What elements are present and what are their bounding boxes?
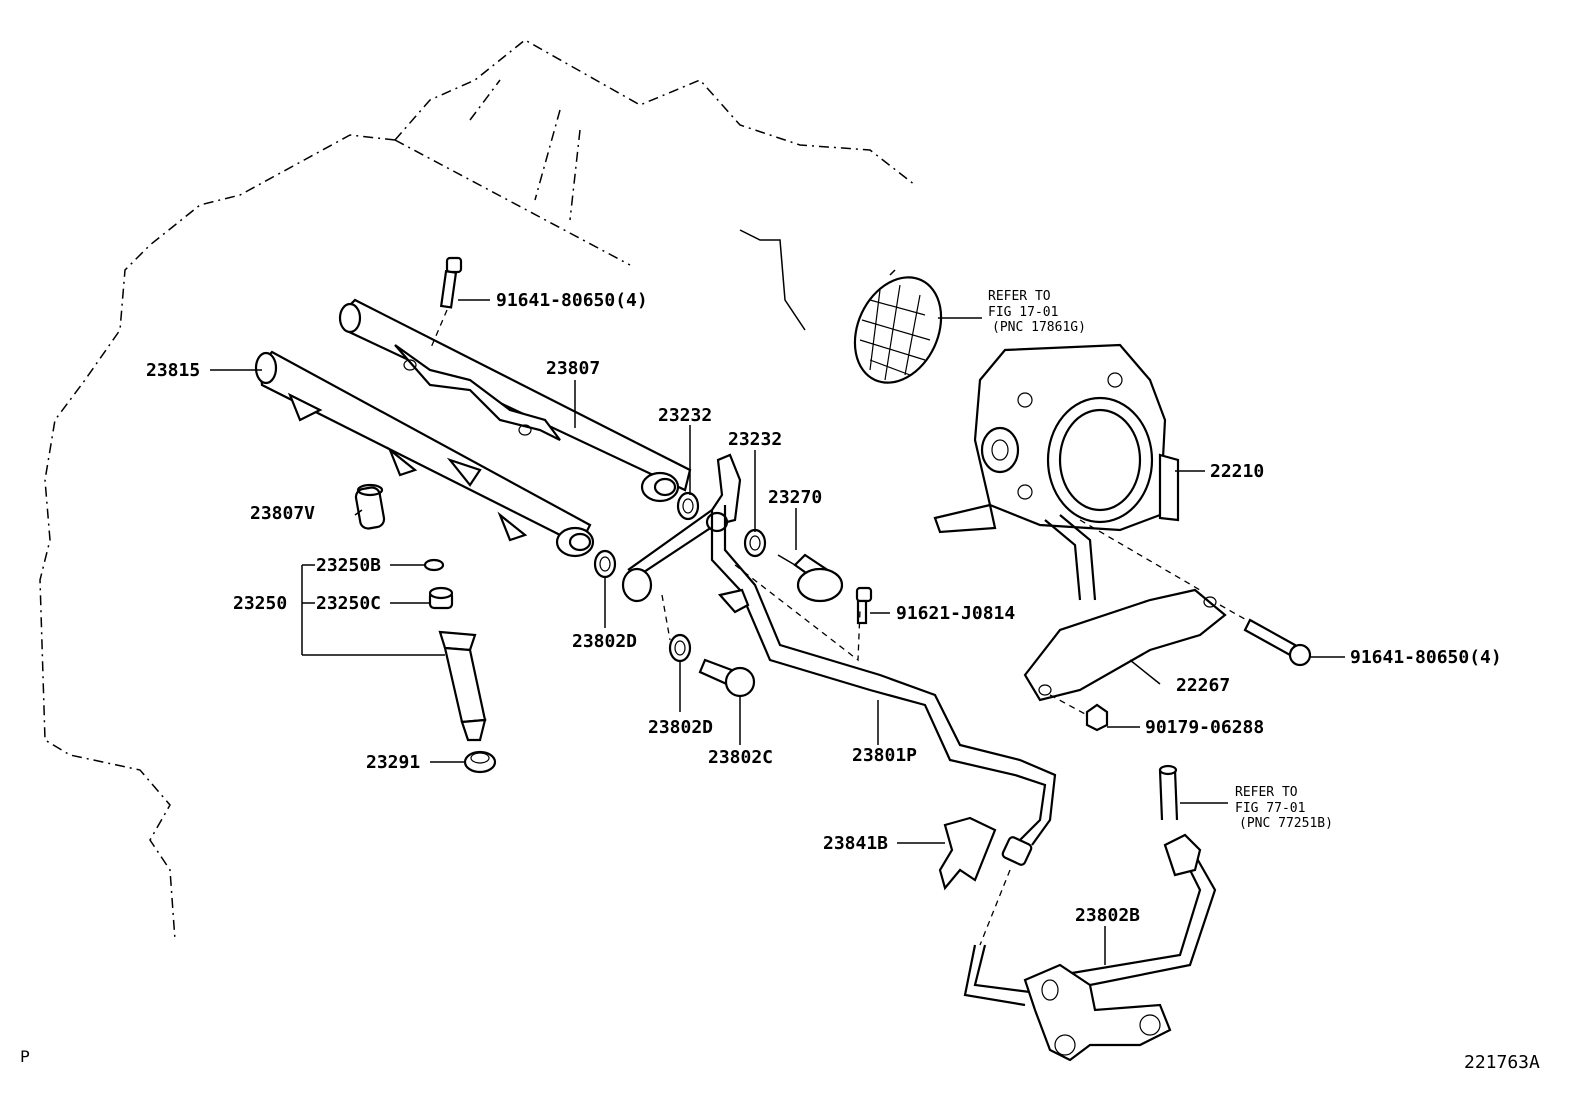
leader-lines (210, 299, 1345, 965)
fuel-delivery-pipe-23815[interactable] (254, 350, 595, 558)
gasket-23802d-b[interactable] (668, 633, 692, 663)
bracket-guide-line (1079, 519, 1201, 591)
fuel-delivery-pipe-23807[interactable] (338, 298, 692, 503)
diagram-id: 221763A (1464, 1052, 1540, 1073)
nut-guide-line (1049, 694, 1088, 716)
label-23250: 23250 (233, 593, 287, 614)
label-23250c: 23250C (316, 593, 381, 614)
bracket-22267[interactable] (1023, 588, 1227, 702)
label-23270: 23270 (768, 487, 822, 508)
gasket-23802d-a[interactable] (593, 549, 617, 579)
nut-90179[interactable] (1085, 703, 1109, 732)
label-22210: 22210 (1210, 461, 1264, 482)
label-23802d-a: 23802D (572, 631, 637, 652)
engine-outline (39, 39, 916, 941)
label-22267: 22267 (1176, 675, 1230, 696)
label-23807: 23807 (546, 358, 600, 379)
hose-23802b[interactable] (963, 833, 1217, 1062)
refer-note-fig-77-line2: FIG 77-01 (1235, 801, 1305, 816)
label-23232-b: 23232 (728, 429, 782, 450)
refer-note-fig-17: REFER TO FIG 17-01 (PNC 17861G) (988, 289, 1086, 335)
label-23232-a: 23232 (658, 405, 712, 426)
throttle-body-22210[interactable] (933, 343, 1180, 601)
label-91641-right: 91641-80650(4) (1350, 647, 1502, 668)
refer-note-fig-17-line1: REFER TO (988, 289, 1051, 304)
hose-guide-line (979, 869, 1011, 946)
spacer-23807v[interactable] (354, 483, 386, 530)
refer-note-fig-17-line2: FIG 17-01 (988, 305, 1058, 320)
label-23802c: 23802C (708, 747, 773, 768)
bolt-91621[interactable] (855, 586, 873, 625)
seal-23291[interactable] (463, 750, 497, 774)
label-23250b: 23250B (316, 555, 381, 576)
o-ring-23250b[interactable] (423, 558, 445, 572)
sensor-guide-line (734, 564, 861, 662)
pressure-sensor-23270[interactable] (777, 553, 844, 603)
label-90179: 90179-06288 (1145, 717, 1264, 738)
bolt-right-guide-line (1219, 604, 1251, 623)
vacuum-tube (1158, 764, 1179, 821)
label-23815: 23815 (146, 360, 200, 381)
bolt-91641-right[interactable] (1243, 618, 1312, 667)
corner-mark: P (20, 1047, 30, 1066)
refer-note-fig-77-line3: (PNC 77251B) (1239, 816, 1333, 831)
label-23802b: 23802B (1075, 905, 1140, 926)
fuel-injector-23250[interactable] (438, 630, 487, 742)
bolt-guide-line (661, 594, 671, 641)
label-91641-top: 91641-80650(4) (496, 290, 648, 311)
label-23802d-b: 23802D (648, 717, 713, 738)
label-23807v: 23807V (250, 503, 315, 524)
label-23801p: 23801P (852, 745, 917, 766)
intake-air-screen (853, 269, 943, 384)
fuel-tube-23801p[interactable] (710, 505, 1057, 866)
fuel-cross-pipe (621, 453, 742, 603)
gasket-23232-a[interactable] (676, 491, 700, 521)
label-23291: 23291 (366, 752, 420, 773)
insulator-23250c[interactable] (428, 586, 454, 610)
refer-note-fig-77: REFER TO FIG 77-01 (PNC 77251B) (1235, 785, 1333, 831)
gasket-23232-b[interactable] (743, 528, 767, 558)
union-bolt-23802c[interactable] (698, 658, 756, 698)
clip-23841b[interactable] (938, 816, 997, 891)
label-91621: 91621-J0814 (896, 603, 1015, 624)
refer-note-fig-77-line1: REFER TO (1235, 785, 1298, 800)
bolt-91641-top[interactable] (429, 256, 463, 351)
refer-note-fig-17-line3: (PNC 17861G) (992, 320, 1086, 335)
label-23841b: 23841B (823, 833, 888, 854)
